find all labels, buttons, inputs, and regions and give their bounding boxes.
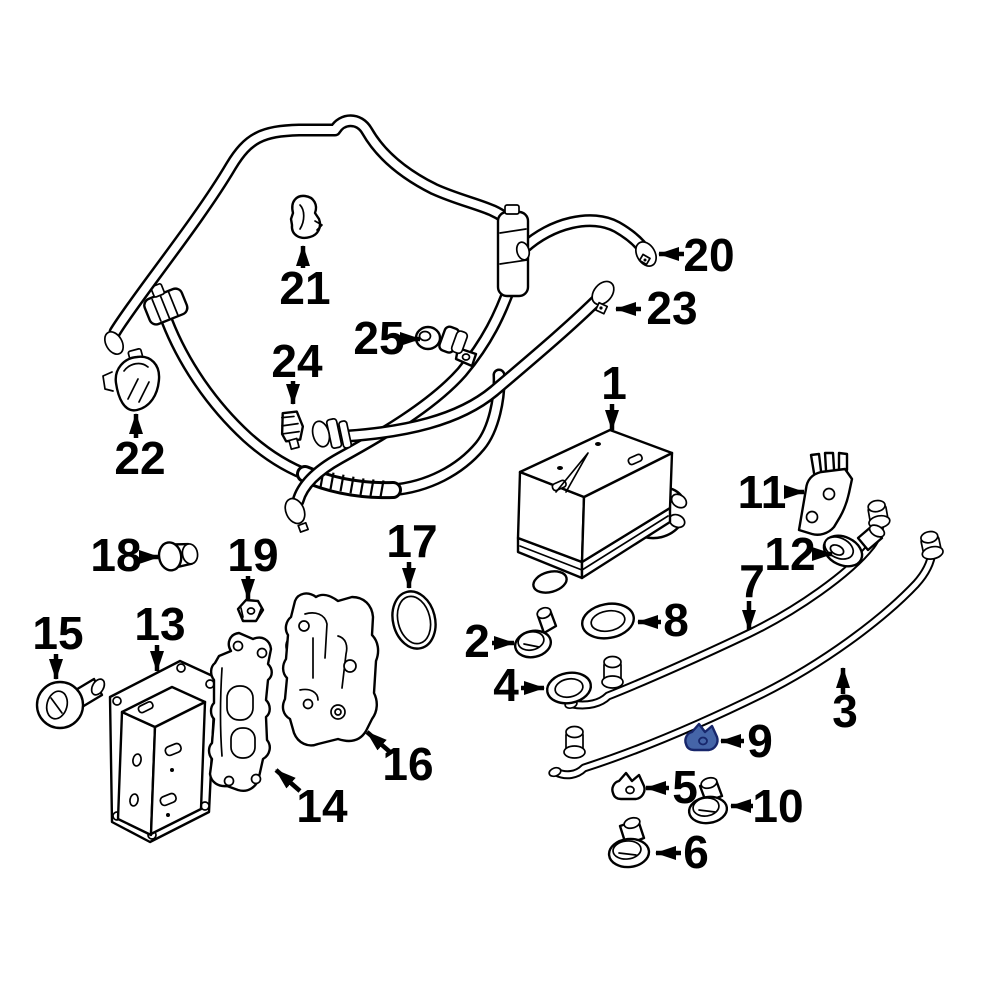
callout-label-2[interactable]: 2 [464, 615, 490, 667]
callout-label-18[interactable]: 18 [90, 529, 141, 581]
part-9-clip-highlighted[interactable] [684, 722, 719, 752]
callout-7[interactable]: 7 [739, 555, 765, 631]
callout-19[interactable]: 19 [227, 529, 279, 600]
callout-label-6[interactable]: 6 [683, 826, 709, 878]
part-15-bolt [35, 677, 106, 730]
callout-label-7[interactable]: 7 [739, 555, 765, 607]
callout-label-16[interactable]: 16 [382, 738, 433, 790]
pipe7-stub-fitting [601, 655, 624, 689]
callout-8[interactable]: 8 [637, 594, 689, 646]
callout-label-9[interactable]: 9 [747, 715, 773, 767]
part-5-clip [611, 771, 646, 801]
hose23-top-end [591, 280, 615, 315]
part-2-bolt [513, 606, 558, 659]
callout-4[interactable]: 4 [493, 659, 545, 711]
callout-16[interactable]: 16 [365, 730, 434, 790]
callout-15[interactable]: 15 [32, 607, 84, 680]
part-16-housing [281, 592, 380, 747]
hose-open-end [103, 331, 125, 355]
callout-label-8[interactable]: 8 [663, 594, 689, 646]
callout-label-24[interactable]: 24 [271, 335, 323, 387]
callout-label-1[interactable]: 1 [601, 357, 627, 409]
hose-end-cap [284, 497, 309, 533]
callout-label-15[interactable]: 15 [32, 607, 83, 659]
part-8-gasket [581, 602, 635, 640]
callout-9[interactable]: 9 [720, 715, 773, 767]
hose23-end-fitting [311, 417, 353, 450]
part-24-clip [280, 410, 305, 451]
pipe3-top-fitting [920, 530, 944, 560]
hose-connector-block [496, 204, 531, 298]
callout-label-22[interactable]: 22 [114, 432, 165, 484]
callout-17[interactable]: 17 [386, 515, 438, 589]
part-13-oil-cooler [108, 659, 219, 844]
part-17-o-ring [391, 590, 437, 650]
callout-label-20[interactable]: 20 [683, 229, 734, 281]
callout-20[interactable]: 20 [658, 229, 735, 281]
callout-21[interactable]: 21 [279, 245, 331, 314]
callout-label-25[interactable]: 25 [353, 312, 404, 364]
pipe7-top-fitting [867, 499, 891, 529]
callout-label-11[interactable]: 11 [738, 466, 787, 518]
callout-label-21[interactable]: 21 [279, 262, 330, 314]
callout-label-3[interactable]: 3 [832, 685, 858, 737]
callout-14[interactable]: 14 [274, 768, 348, 832]
callout-label-4[interactable]: 4 [493, 659, 519, 711]
part-19-nut [236, 598, 265, 623]
part-18-grommet [157, 541, 199, 572]
callout-arrow-16 [365, 730, 392, 754]
callout-13[interactable]: 13 [134, 598, 186, 672]
part-6-bolt [607, 816, 651, 869]
hose-barrel-fitting [143, 283, 189, 326]
pipe3-stub-fitting [563, 725, 586, 759]
part-25-sensor [414, 325, 478, 368]
part-1-oil-cooler [516, 428, 688, 594]
callout-25[interactable]: 25 [353, 312, 421, 364]
callout-label-5[interactable]: 5 [672, 761, 698, 813]
callout-1[interactable]: 1 [601, 357, 627, 431]
callout-23[interactable]: 23 [615, 282, 698, 334]
callout-24[interactable]: 24 [271, 335, 323, 405]
callout-label-14[interactable]: 14 [296, 780, 348, 832]
part-14-gasket [207, 631, 273, 792]
callout-2[interactable]: 2 [464, 615, 515, 667]
callout-22[interactable]: 22 [114, 413, 166, 484]
callout-label-13[interactable]: 13 [134, 598, 185, 650]
callout-5[interactable]: 5 [645, 761, 698, 813]
callout-label-17[interactable]: 17 [386, 515, 437, 567]
part-22-clamp [102, 347, 161, 412]
callout-11[interactable]: 11 [738, 466, 805, 518]
callout-label-23[interactable]: 23 [646, 282, 697, 334]
part-4-gasket [545, 671, 593, 705]
pipe3-open-end [548, 766, 562, 778]
part-11-bracket [797, 451, 854, 536]
callout-label-10[interactable]: 10 [752, 780, 803, 832]
callout-12[interactable]: 12 [764, 528, 833, 580]
callout-18[interactable]: 18 [90, 529, 160, 581]
part-10-bolt [687, 776, 729, 825]
callout-6[interactable]: 6 [655, 826, 709, 878]
part-21-clip [289, 194, 323, 239]
hose20-end [635, 241, 657, 267]
callout-label-12[interactable]: 12 [764, 528, 815, 580]
callout-label-19[interactable]: 19 [227, 529, 278, 581]
callout-10[interactable]: 10 [730, 780, 804, 832]
callout-arrow-14 [274, 768, 302, 793]
hose-assembly [103, 121, 657, 533]
callout-3[interactable]: 3 [832, 667, 858, 737]
